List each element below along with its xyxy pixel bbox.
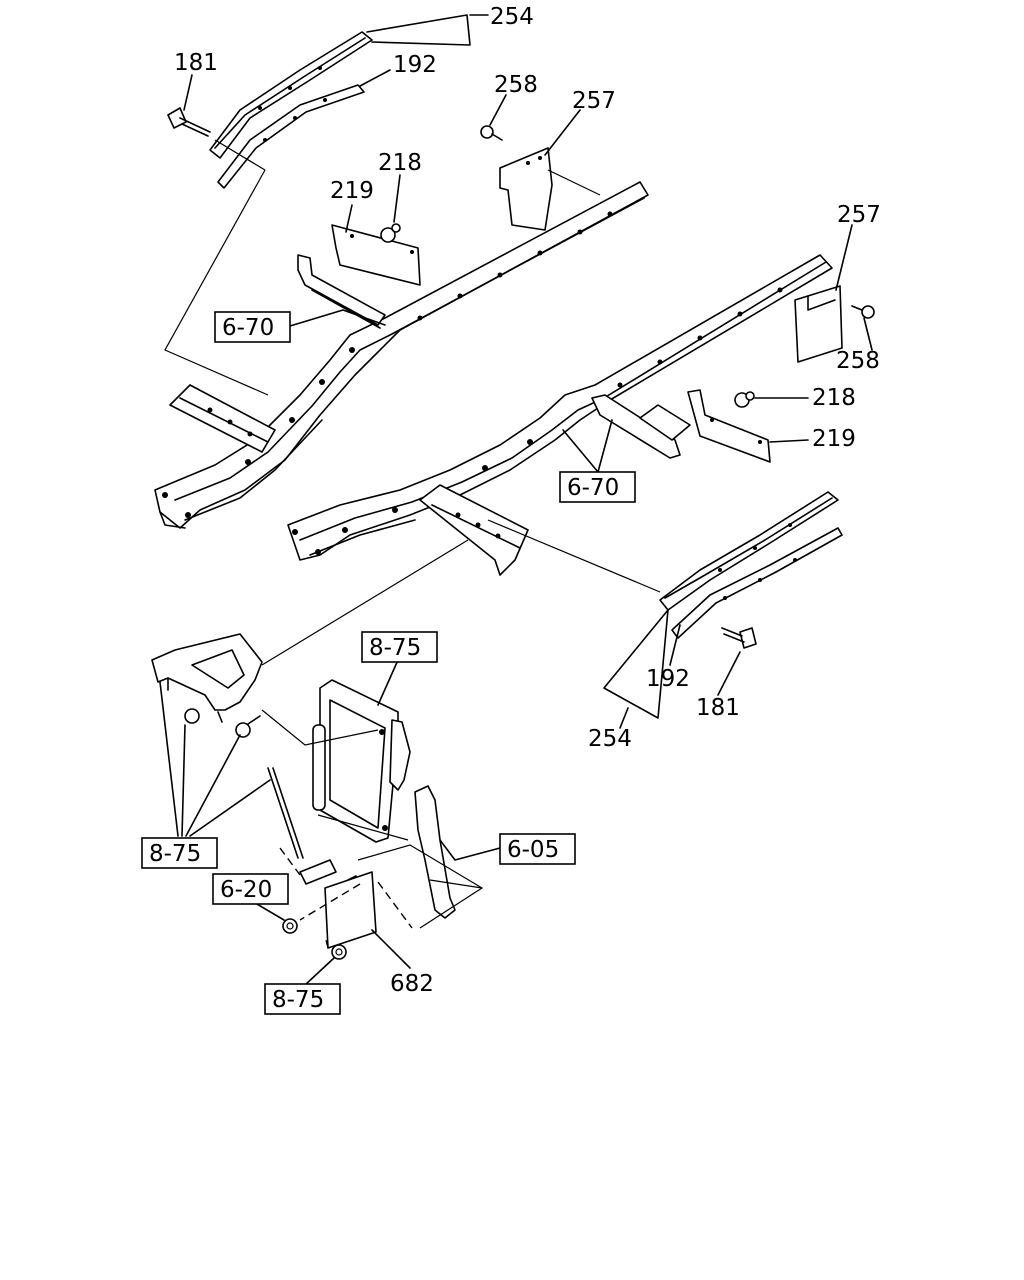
callout-181-bottom: 181 xyxy=(696,695,740,721)
callout-258-right: 258 xyxy=(836,348,880,374)
callout-257-right: 257 xyxy=(837,202,881,228)
callout-218-top: 218 xyxy=(378,150,422,176)
ref-6-70-right: 6-70 xyxy=(559,471,636,503)
bracket-219-top xyxy=(331,224,421,286)
right-support-bracket xyxy=(591,394,691,459)
callout-219-top: 219 xyxy=(330,178,374,204)
nut-875-bottom xyxy=(331,944,347,960)
svg-text:8-75: 8-75 xyxy=(369,635,421,661)
svg-text:8-75: 8-75 xyxy=(272,987,324,1013)
svg-text:6-70: 6-70 xyxy=(567,475,619,501)
leader-lines xyxy=(159,14,873,986)
bolt-258-top xyxy=(480,125,503,141)
connection-lines xyxy=(164,139,661,949)
support-leg-605 xyxy=(414,785,456,919)
callout-219-right: 219 xyxy=(812,426,856,452)
left-frame-rail xyxy=(154,181,649,529)
side-rail-top-left xyxy=(209,31,373,189)
right-frame-rail xyxy=(287,254,833,561)
rod xyxy=(267,767,304,859)
bolt-875-left xyxy=(184,708,261,738)
side-rail-bottom-right xyxy=(659,491,843,639)
callout-258-top: 258 xyxy=(494,72,538,98)
bracket-682 xyxy=(299,859,377,949)
right-crossmember xyxy=(419,484,529,576)
mount-bracket-triangle xyxy=(151,633,263,723)
nut-620 xyxy=(282,918,298,934)
callout-254-bottom: 254 xyxy=(588,726,632,752)
bracket-219-right xyxy=(687,389,771,463)
radiator-frame xyxy=(312,679,411,843)
svg-text:8-75: 8-75 xyxy=(149,841,201,867)
ref-8-75-bottom: 8-75 xyxy=(264,983,341,1015)
callout-257-top: 257 xyxy=(572,88,616,114)
reference-boxes: 6-70 6-70 8-75 8-75 6-05 6-20 8-75 xyxy=(141,311,636,1015)
ref-6-20: 6-20 xyxy=(212,873,289,905)
left-support-bracket xyxy=(297,254,386,329)
ref-6-05: 6-05 xyxy=(499,833,576,865)
bolt-218-right xyxy=(734,391,755,408)
ref-6-70-left: 6-70 xyxy=(214,311,291,343)
svg-text:6-05: 6-05 xyxy=(507,837,559,863)
panel-257-top xyxy=(499,147,553,231)
bolt-258-right xyxy=(851,305,875,319)
callout-labels: 254 192 181 258 257 218 219 257 258 218 … xyxy=(174,4,881,997)
callout-254-top: 254 xyxy=(490,4,534,30)
callout-192-top: 192 xyxy=(393,52,437,78)
left-crossmember xyxy=(169,384,276,453)
ref-8-75-left: 8-75 xyxy=(141,837,218,869)
callout-682: 682 xyxy=(390,971,434,997)
panel-257-right xyxy=(794,285,843,363)
bolt-181-bottom xyxy=(721,627,757,649)
svg-text:6-20: 6-20 xyxy=(220,877,272,903)
callout-218-right: 218 xyxy=(812,385,856,411)
callout-192-bottom: 192 xyxy=(646,666,690,692)
bolt-218-top xyxy=(380,223,401,243)
svg-text:6-70: 6-70 xyxy=(222,315,274,341)
bolt-181-top xyxy=(167,107,211,137)
ref-8-75-top: 8-75 xyxy=(361,631,438,663)
callout-181-top: 181 xyxy=(174,50,218,76)
